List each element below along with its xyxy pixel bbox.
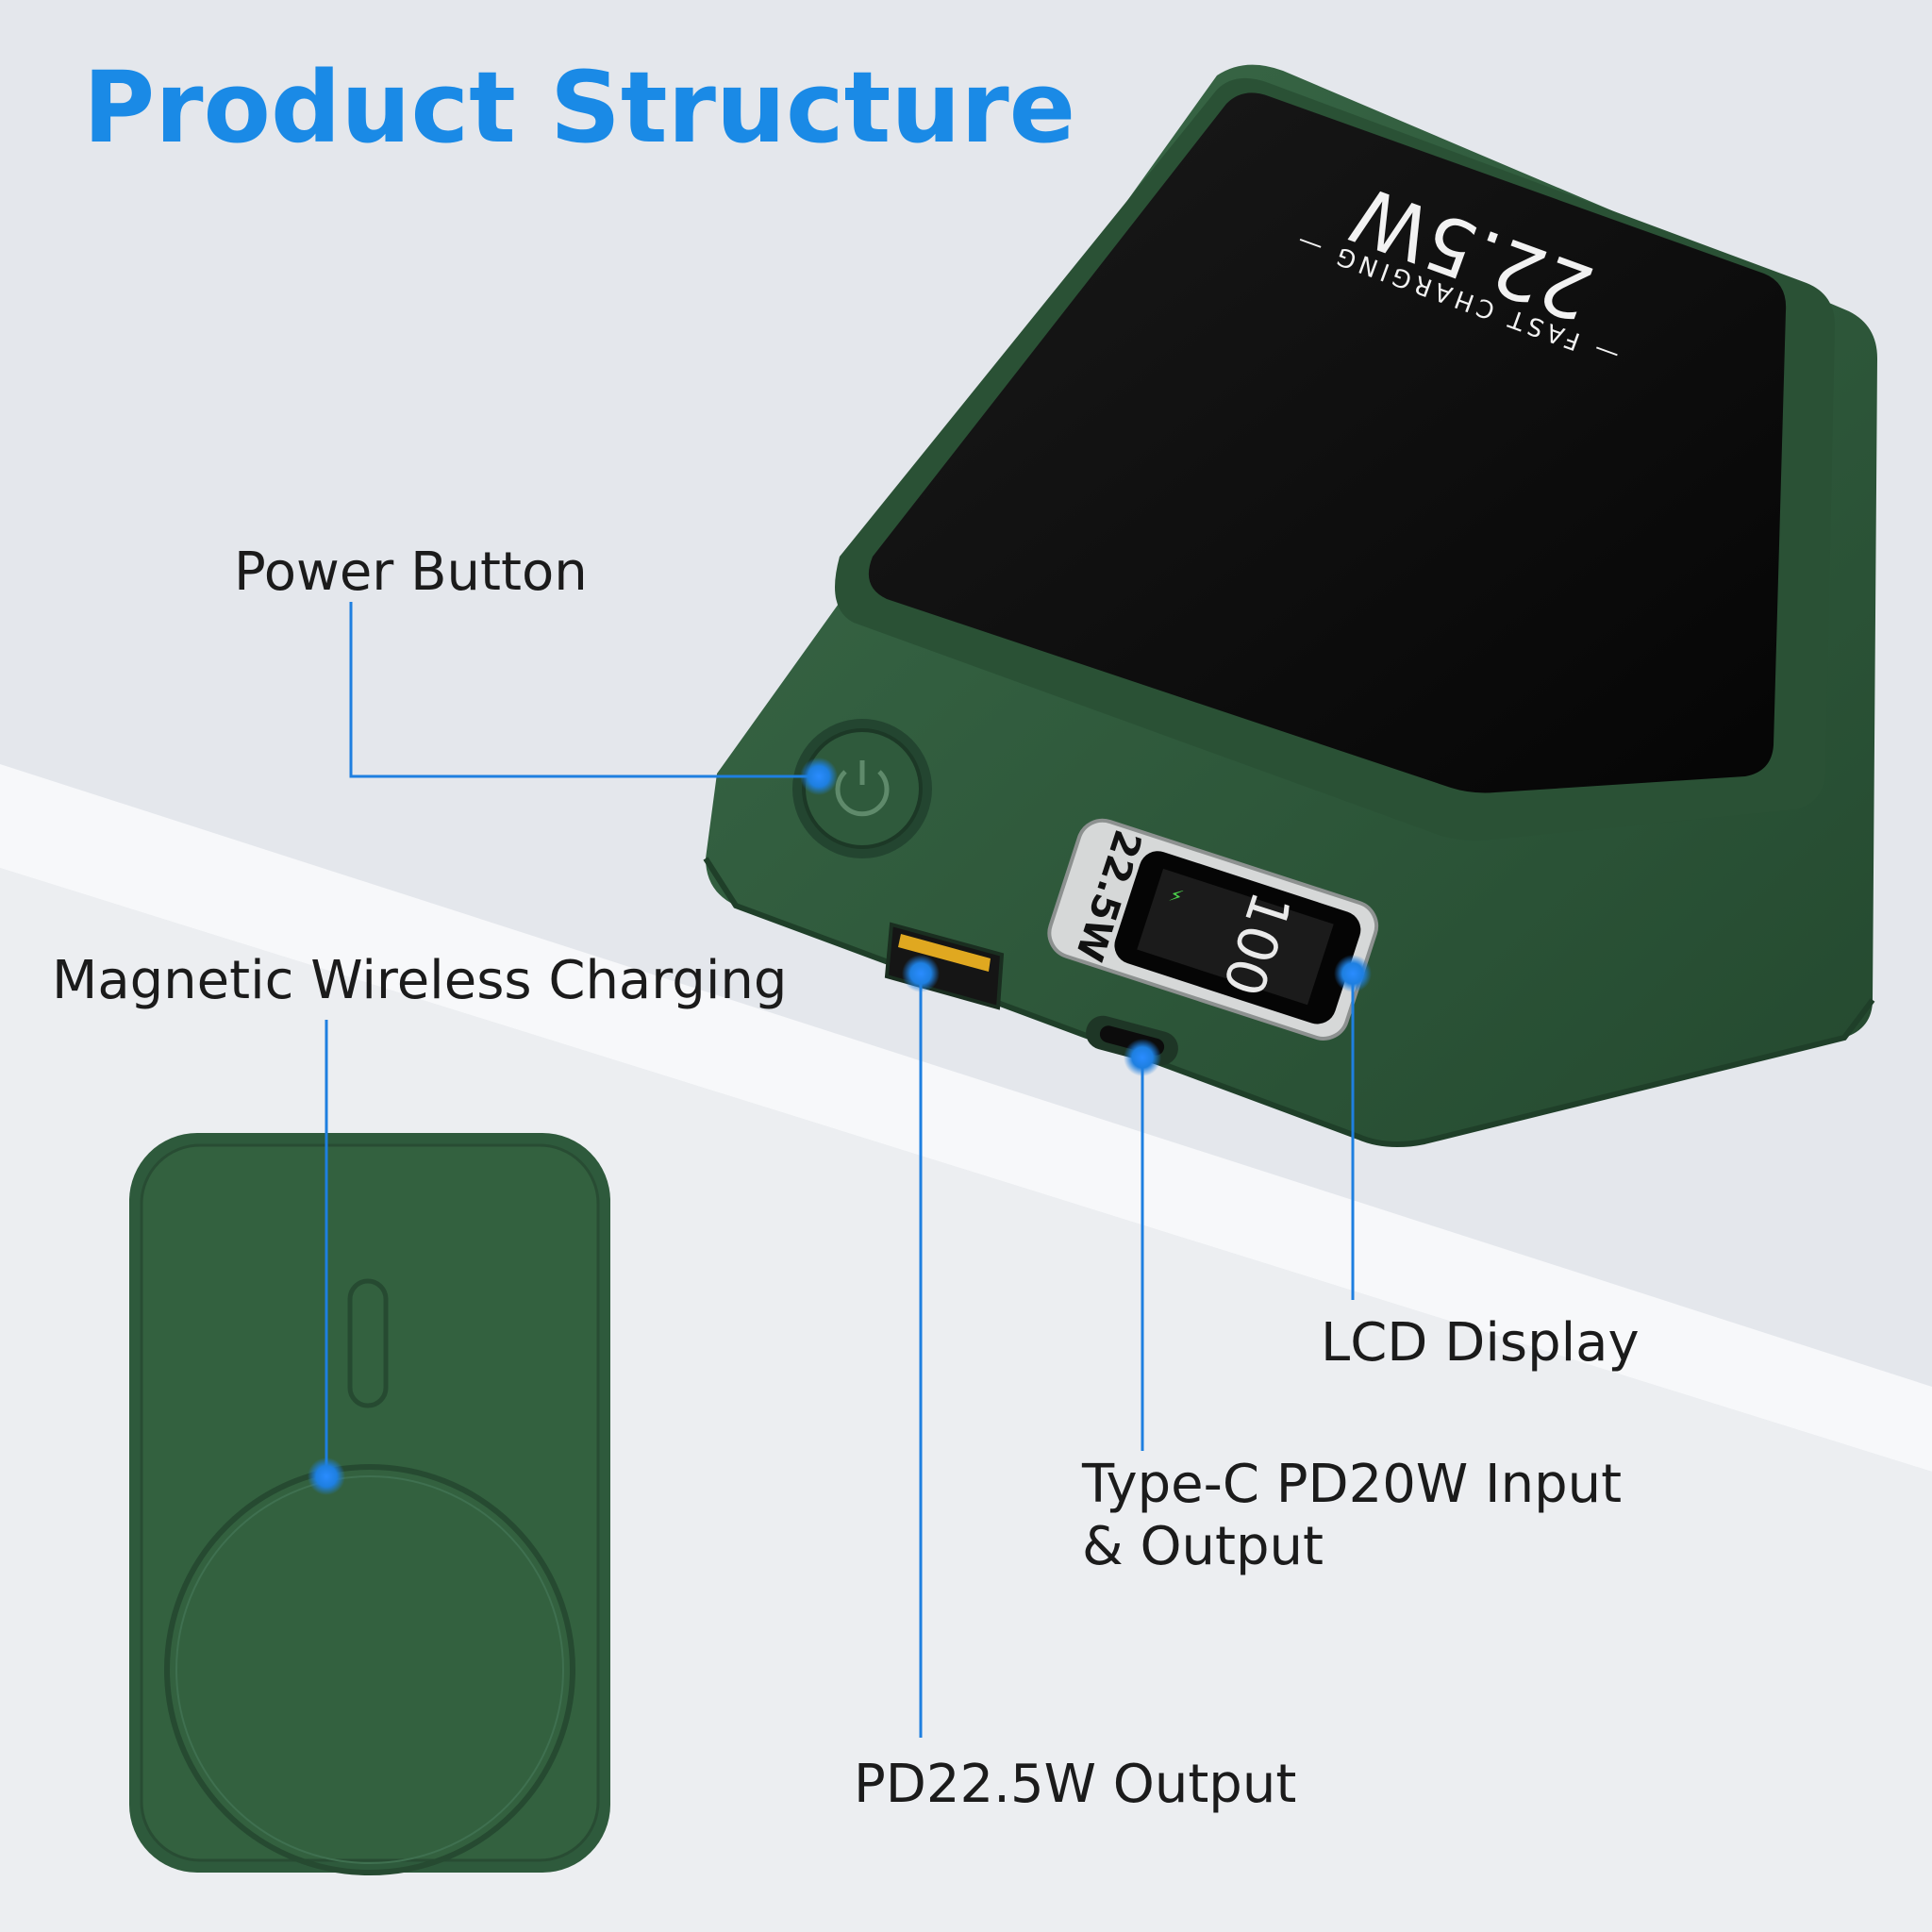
callout-power-button: Power Button: [234, 541, 838, 795]
wireless-pad-glass: [868, 92, 1787, 793]
page-title: Product Structure: [83, 50, 1075, 165]
label-power-button: Power Button: [234, 541, 588, 603]
label-typec-line2: & Output: [1082, 1516, 1324, 1577]
lcd-panel: 22.5W ⚡ 100: [1047, 818, 1379, 1041]
callout-dot: [1334, 955, 1372, 992]
label-lcd-display: LCD Display: [1321, 1312, 1640, 1374]
label-typec-line1: Type-C PD20W Input: [1081, 1454, 1622, 1515]
callout-dot: [308, 1457, 345, 1495]
label-magnetic-wireless: Magnetic Wireless Charging: [52, 950, 787, 1011]
callout-pd-output: PD22.5W Output: [854, 955, 1296, 1815]
back-slot: [347, 1278, 389, 1408]
power-bank-front-view: — FAST CHARGING — 22.5W 22.5W ⚡ 100: [703, 64, 1877, 1147]
usb-a-port: [884, 922, 1005, 1010]
callout-dot: [1124, 1039, 1161, 1076]
power-icon: [835, 770, 890, 817]
label-pd-output: PD22.5W Output: [854, 1754, 1296, 1815]
callout-typec: Type-C PD20W Input & Output: [1081, 1039, 1622, 1577]
callout-magnetic-wireless: Magnetic Wireless Charging: [52, 950, 787, 1495]
magnetic-ring: [164, 1464, 575, 1875]
callout-dot: [800, 758, 838, 795]
callout-dot: [902, 955, 940, 992]
power-bank-back-view: [129, 1133, 610, 1875]
power-button[interactable]: [792, 719, 932, 858]
callout-lcd: LCD Display: [1321, 955, 1640, 1374]
